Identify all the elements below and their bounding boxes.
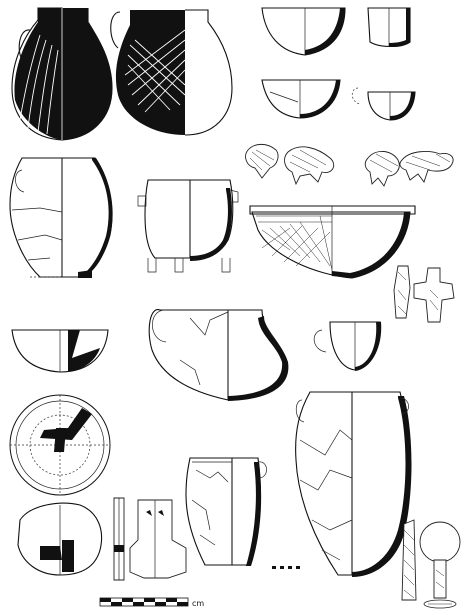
figurine-1 (245, 143, 279, 179)
mace-head (419, 521, 461, 609)
figurine-3 (364, 151, 400, 187)
plate-section (17, 502, 103, 576)
pot-handled (148, 309, 289, 401)
stone-figurine-1 (393, 265, 455, 323)
jar-small (185, 457, 267, 566)
spindle (113, 497, 125, 581)
bowl-3 (11, 329, 109, 373)
main-scale-bar: cm (99, 597, 204, 608)
bowl-decorated (249, 205, 416, 279)
animal-figurines (245, 143, 454, 187)
stone-blade (401, 519, 417, 601)
small-scale-bar (272, 566, 300, 569)
cup-handled-2 (313, 321, 382, 371)
bowl-2 (261, 79, 341, 119)
figurine-4 (399, 151, 454, 183)
tripod-pot (137, 179, 239, 273)
figurine-2 (284, 146, 335, 186)
scale-unit-label: cm (192, 599, 204, 608)
idol-figurine (129, 499, 187, 579)
jug-decorated-1 (11, 7, 113, 141)
cup-handled-1 (351, 87, 416, 121)
jar-tall (295, 391, 412, 577)
jar-1 (9, 157, 113, 278)
bowl-1 (261, 7, 346, 56)
cup-1 (367, 7, 411, 48)
jug-decorated-2 (110, 9, 233, 136)
plate-plan (9, 394, 111, 496)
